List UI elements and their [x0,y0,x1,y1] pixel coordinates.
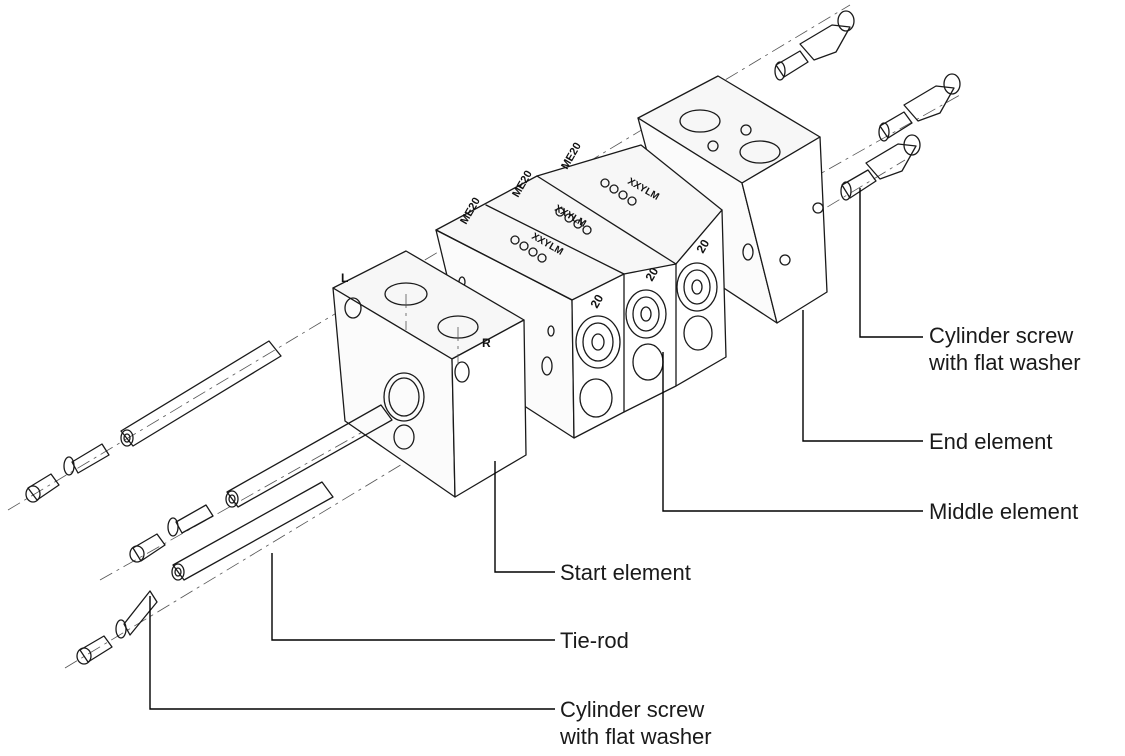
leader-line-start-element [494,461,555,573]
port-size-marking: 20 [587,292,606,311]
port-hole [679,109,721,133]
tie-rod-middle [225,404,393,508]
side-marking-left: L [341,271,348,285]
leader-line-tie-rod [271,553,555,641]
leader-line-cylinder-screw-bottom [149,596,555,710]
label-tie-rod: Tie-rod [560,628,629,653]
screw-hole [740,124,752,136]
tie-rod-lower [171,481,334,581]
port-hole [739,140,781,164]
screw-hole [779,254,791,266]
leader-line-cylinder-screw-top [859,188,923,338]
cylinder-screw [878,73,961,142]
callout-leader-lines [149,188,923,710]
port-size-marking: 20 [642,265,661,284]
cylinder-screw [840,134,921,201]
label-end-element: End element [929,429,1053,454]
cylinder-screw [129,504,214,563]
cylinder-screw [76,590,158,665]
cylinder-screws-left [25,443,214,665]
side-marking-right: R [482,336,491,350]
screw-hole [707,140,719,152]
cylinder-screw [25,443,110,503]
cylinder-screw [774,10,855,81]
label-middle-element: Middle element [929,499,1079,524]
label-start-element: Start element [560,560,691,585]
cylinder-screws-right [774,10,961,201]
tie-rod-upper [120,340,282,447]
tie-rods [120,340,393,581]
side-hole [742,243,754,261]
start-element-block: L R [332,250,527,498]
label-cylinder-screw-top: Cylinder screw with flat washer [929,323,1081,375]
leader-line-end-element [802,310,923,442]
label-cylinder-screw-bottom: Cylinder screw with flat washer [560,697,712,749]
port-size-marking: 20 [693,237,712,256]
leader-line-middle-element [662,352,923,512]
main-port [383,372,425,422]
screw-hole [812,202,824,214]
